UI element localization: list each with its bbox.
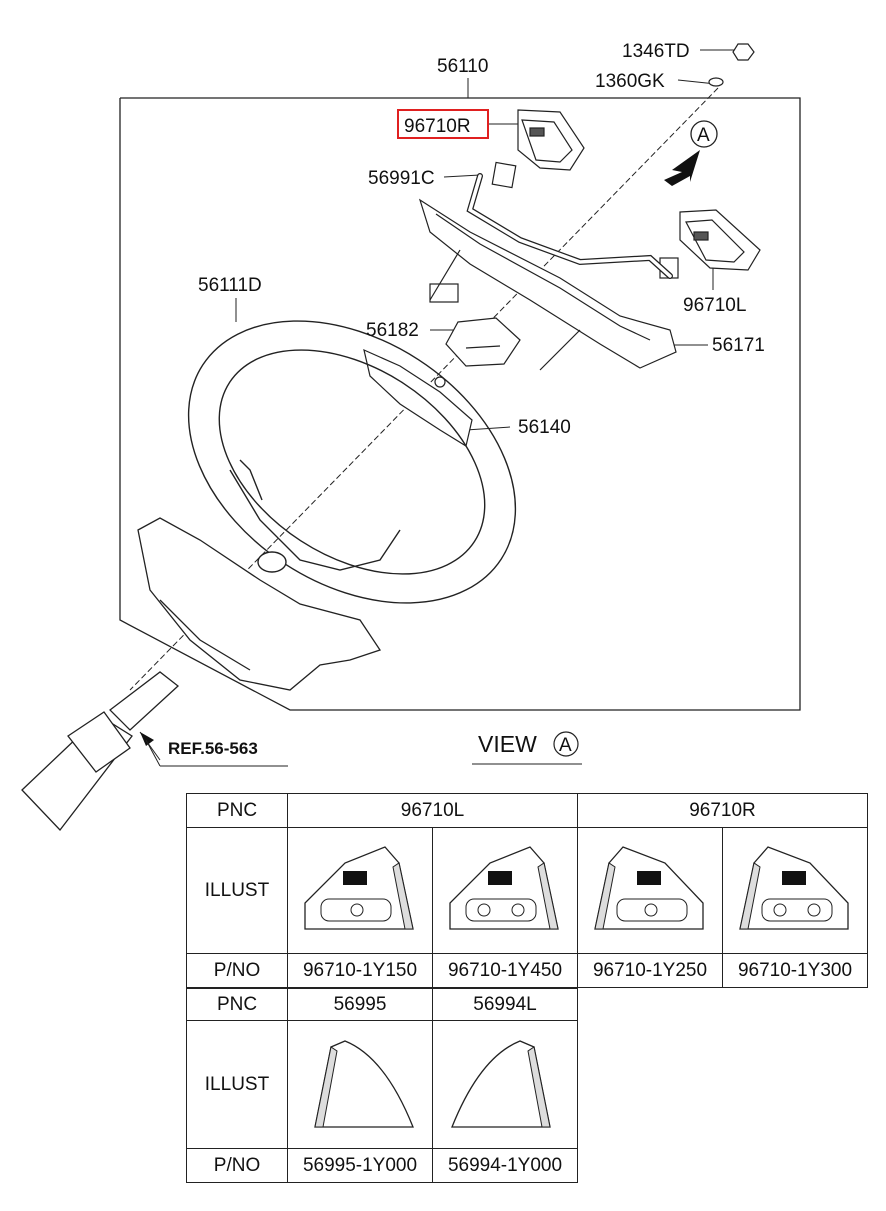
pnc-label: PNC	[186, 988, 288, 1021]
callout-1346TD: 1346TD	[622, 41, 690, 62]
view-direction-arrow	[664, 150, 700, 186]
pnc-group-left: 96710L	[287, 793, 578, 828]
steering-column-drawing	[21, 671, 180, 831]
callout-56110: 56110	[437, 56, 488, 77]
illust-label: ILLUST	[186, 1020, 288, 1149]
callout-56171: 56171	[712, 335, 765, 356]
callout-56182: 56182	[366, 320, 419, 341]
pnc-group-right: 96710R	[577, 793, 868, 828]
callout-56140: 56140	[518, 417, 571, 438]
pno-label: P/NO	[186, 1148, 288, 1183]
callout-96710L: 96710L	[683, 295, 746, 316]
illust-cell-4	[722, 827, 868, 954]
switch-illustration	[449, 845, 559, 930]
leader-lines	[129, 49, 738, 691]
callout-56991C: 56991C	[368, 168, 435, 189]
nut-1346TD	[732, 43, 755, 61]
part-number: 96710-1Y250	[577, 953, 723, 988]
washer-1360GK	[708, 77, 724, 87]
pnc-label: PNC	[186, 793, 288, 828]
callout-56111D: 56111D	[198, 275, 262, 296]
part-number: 96710-1Y300	[722, 953, 868, 988]
view-heading-letter: A	[559, 735, 572, 756]
view-label: VIEW	[478, 731, 537, 757]
part-number: 56994-1Y000	[432, 1148, 578, 1183]
callout-1360GK: 1360GK	[595, 71, 665, 92]
ref-label: REF.56-563	[168, 739, 258, 758]
illust-cell-3	[577, 827, 723, 954]
parts-table-covers: PNC 56995 56994L ILLUST P/NO 56995-1Y000…	[186, 988, 578, 1183]
part-number: 96710-1Y150	[287, 953, 433, 988]
view-heading-circle	[553, 731, 579, 757]
switch-illustration	[594, 845, 704, 930]
illust-cell-2	[432, 827, 578, 954]
steering-wheel-drawing	[187, 320, 517, 604]
cover-illustration	[451, 1039, 551, 1128]
illust-cell-cover-left	[432, 1020, 578, 1149]
parts-table-switches: PNC 96710L 96710R ILLUST	[186, 793, 868, 988]
bezel-56171-drawing	[418, 198, 677, 371]
part-number: 56995-1Y000	[287, 1148, 433, 1183]
cover-illustration	[314, 1039, 414, 1128]
switch-96710R-drawing	[517, 109, 585, 171]
illust-cell-1	[287, 827, 433, 954]
switch-96710L-drawing	[659, 209, 761, 279]
ref-arrow	[140, 732, 154, 746]
highlight-box-96710R	[397, 109, 489, 139]
view-marker-circle	[690, 120, 718, 148]
pnc-group: 56995	[287, 988, 433, 1021]
plate-56182-drawing	[445, 317, 521, 367]
switch-illustration	[304, 845, 414, 930]
assembly-frame	[119, 97, 801, 711]
illust-cell-cover-right	[287, 1020, 433, 1149]
illust-label: ILLUST	[186, 827, 288, 954]
lower-cover-drawing	[137, 517, 382, 691]
callout-96710R: 96710R	[404, 116, 471, 137]
view-marker-letter: A	[697, 125, 710, 146]
pno-label: P/NO	[186, 953, 288, 988]
switch-illustration	[739, 845, 849, 930]
part-number: 96710-1Y450	[432, 953, 578, 988]
pnc-group: 56994L	[432, 988, 578, 1021]
